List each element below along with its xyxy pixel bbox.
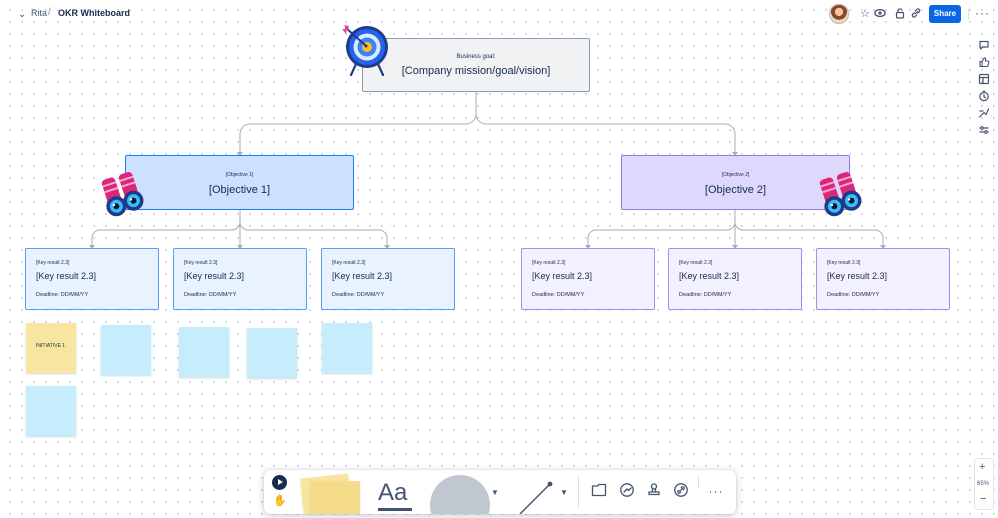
template-icon[interactable] [977,73,991,87]
toolbar-divider [698,476,699,488]
objective-title: [Objective 2] [704,184,767,196]
text-tool[interactable]: Aa [378,479,408,506]
zoom-level: 65% [977,481,990,487]
objective-title: [Objective 1] [208,184,271,196]
goal-title: [Company mission/goal/vision] [401,65,551,77]
key-result-title: [Key result 2.3] [184,271,245,281]
key-result-caption: [Key result 2.3] [679,260,713,266]
key-result-deadline: Deadline: DD/MM/YY [332,292,385,298]
eye-icon[interactable] [873,7,887,21]
more-tools-icon[interactable]: ··· [708,484,724,498]
objective-card-2[interactable]: [Objective 2] [Objective 2] [621,155,850,210]
key-result-card[interactable]: [Key result 2.3] [Key result 2.3] Deadli… [668,248,802,310]
header-divider [968,7,969,20]
sticky-note[interactable] [179,327,229,377]
key-result-caption: [Key result 2.3] [184,260,218,266]
shape-dropdown-chevron-icon[interactable]: ▼ [491,488,499,497]
sticky-note-label: INITIATIVE 1 [36,343,66,349]
star-icon[interactable]: ☆ [860,8,870,20]
shape-tool[interactable] [430,475,490,514]
sticky-note[interactable] [101,325,151,375]
key-result-title: [Key result 2.3] [827,271,888,281]
key-result-caption: [Key result 2.3] [332,260,366,266]
key-result-caption: [Key result 2.3] [36,260,70,266]
business-goal-card[interactable]: Business goal: [Company mission/goal/vis… [362,38,590,92]
key-result-caption: [Key result 2.3] [532,260,566,266]
key-result-title: [Key result 2.3] [532,271,593,281]
thumbs-up-icon[interactable] [977,56,991,70]
text-tool-underline [378,508,412,511]
page-title[interactable]: OKR Whiteboard [58,8,130,18]
zoom-control: + 65% − [974,458,994,510]
key-result-deadline: Deadline: DD/MM/YY [184,292,237,298]
key-result-card[interactable]: [Key result 2.3] [Key result 2.3] Deadli… [521,248,655,310]
side-toolbar [975,37,993,141]
hand-pan-icon[interactable]: ✋ [273,495,287,507]
toolbar-divider [578,476,579,508]
breadcrumb-user[interactable]: Rita [31,8,48,18]
sticky-note[interactable] [26,386,76,436]
breadcrumb-separator: / [48,7,51,18]
key-result-card[interactable]: [Key result 2.3] [Key result 2.3] Deadli… [173,248,307,310]
sticky-note-initiative[interactable]: INITIATIVE 1 [26,323,76,373]
line-dropdown-chevron-icon[interactable]: ▼ [560,488,568,497]
key-result-card[interactable]: [Key result 2.3] [Key result 2.3] Deadli… [321,248,455,310]
creation-toolbar: ✋ Aa ▼ ▼ ··· [264,470,736,514]
key-result-card[interactable]: [Key result 2.3] [Key result 2.3] Deadli… [25,248,159,310]
expand-chevron-icon[interactable]: ⌄ [18,9,27,20]
zoom-out-button[interactable]: − [980,493,987,505]
line-tool[interactable] [510,476,558,514]
objective-caption: [Objective 1] [225,172,254,178]
key-result-deadline: Deadline: DD/MM/YY [679,292,732,298]
sticky-note[interactable] [247,328,297,378]
lock-icon[interactable] [893,7,907,21]
objective-caption: [Objective 2] [721,172,750,178]
objective-card-1[interactable]: [Objective 1] [Objective 1] [125,155,354,210]
sticky-note[interactable] [322,323,372,373]
binoculars-sticker-icon[interactable] [818,170,868,218]
vote-icon[interactable] [645,482,663,500]
share-button[interactable]: Share [929,5,961,23]
zoom-in-button[interactable]: + [979,461,986,473]
goal-caption: Business goal: [456,54,496,60]
key-result-caption: [Key result 2.3] [827,260,861,266]
key-result-deadline: Deadline: DD/MM/YY [36,292,89,298]
play-icon[interactable] [272,475,287,490]
avatar[interactable] [829,4,849,24]
key-result-title: [Key result 2.3] [679,271,740,281]
sticky-note-tool[interactable] [310,481,360,514]
target-sticker-icon[interactable] [342,20,392,76]
smart-connector-icon[interactable] [977,107,991,121]
link-icon[interactable] [909,7,923,21]
binoculars-sticker-icon[interactable] [100,170,150,218]
key-result-title: [Key result 2.3] [36,271,97,281]
timer-icon[interactable] [977,90,991,104]
frame-icon[interactable] [590,482,608,500]
key-result-card[interactable]: [Key result 2.3] [Key result 2.3] Deadli… [816,248,950,310]
key-result-deadline: Deadline: DD/MM/YY [532,292,585,298]
stamp-icon[interactable] [618,482,636,500]
key-result-title: [Key result 2.3] [332,271,393,281]
settings-sliders-icon[interactable] [977,124,991,138]
more-options-icon[interactable]: ··· [975,6,990,20]
link-tool-icon[interactable] [672,482,690,500]
key-result-deadline: Deadline: DD/MM/YY [827,292,880,298]
comment-icon[interactable] [977,39,991,53]
